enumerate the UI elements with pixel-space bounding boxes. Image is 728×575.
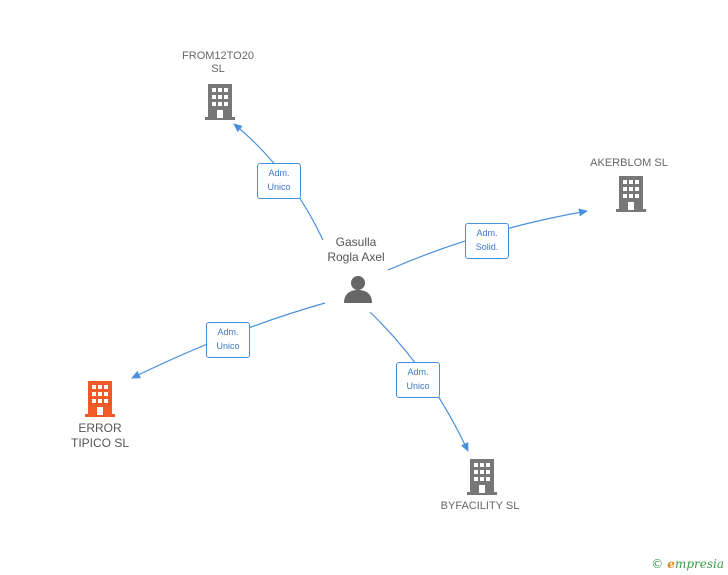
company-label-from12to20: FROM12TO20 SL: [168, 50, 268, 76]
company-name-line1: BYFACILITY SL: [440, 500, 520, 512]
relation-line2: Unico: [216, 341, 240, 351]
brand-initial: e: [667, 557, 675, 571]
relation-line1: Adm.: [476, 228, 498, 238]
relation-line1: Adm.: [268, 168, 290, 178]
empresia-logo: ©empresia: [651, 557, 724, 571]
relation-label-from12to20[interactable]: Adm. Unico: [257, 163, 301, 199]
person-icon[interactable]: [343, 274, 373, 309]
company-name-line2: TIPICO SL: [70, 436, 129, 450]
relation-label-akerblom[interactable]: Adm. Solid.: [465, 223, 509, 259]
copyright-icon: ©: [651, 557, 664, 571]
person-name: Gasulla Rogla Axel: [318, 235, 394, 265]
company-name-line2: SL: [211, 63, 225, 75]
relation-line2: Unico: [267, 182, 291, 192]
brand-name: mpresia: [674, 557, 724, 571]
relation-label-byfacility[interactable]: Adm. Unico: [396, 362, 440, 398]
building-icon[interactable]: [85, 381, 115, 422]
relation-line1: Adm.: [217, 327, 239, 337]
relation-label-error-tipico[interactable]: Adm. Unico: [206, 322, 250, 358]
relation-line1: Adm.: [407, 367, 429, 377]
company-label-byfacility: BYFACILITY SL: [420, 500, 540, 513]
building-icon[interactable]: [205, 84, 235, 125]
relation-line2: Solid.: [475, 242, 499, 252]
relation-line2: Unico: [406, 381, 430, 391]
company-label-akerblom: AKERBLOM SL: [575, 157, 683, 170]
company-name-line1: ERROR: [78, 421, 122, 435]
building-icon[interactable]: [467, 459, 497, 500]
company-label-error-tipico: ERROR TIPICO SL: [50, 421, 150, 451]
company-name-line1: AKERBLOM SL: [590, 157, 668, 169]
building-icon[interactable]: [616, 176, 646, 217]
company-name-line1: FROM12TO20: [182, 50, 254, 62]
person-name-line2: Rogla Axel: [327, 250, 385, 264]
person-name-line1: Gasulla: [335, 235, 377, 249]
